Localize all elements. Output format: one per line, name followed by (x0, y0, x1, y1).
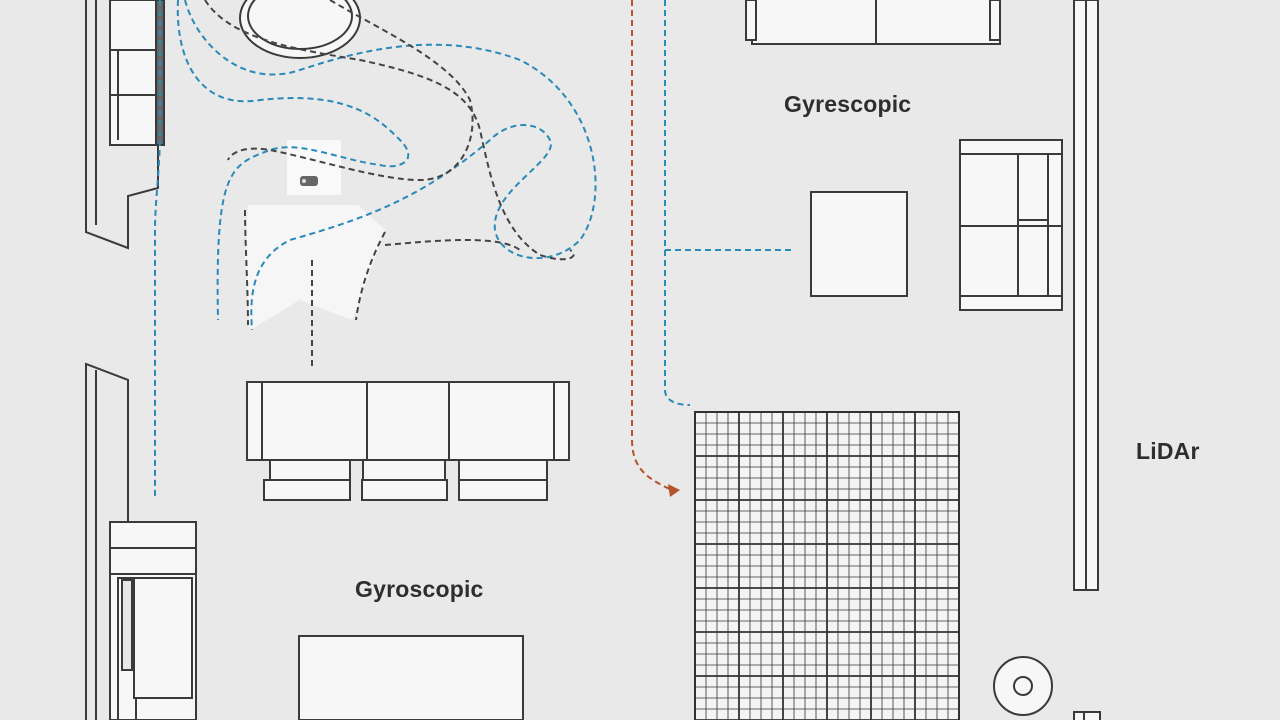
grid-rug (694, 411, 960, 720)
cleaning-paths (154, 0, 795, 500)
dark-path-6 (384, 239, 521, 251)
square-table (810, 191, 908, 297)
orange-path (631, 0, 673, 491)
round-table (239, 0, 361, 59)
right-armchair (959, 139, 1063, 311)
gyroscopic-label-bottom: Gyroscopic (355, 576, 484, 602)
right-wall (1073, 0, 1099, 591)
dark-path-1 (204, 0, 575, 261)
coffee-table (298, 635, 524, 720)
blue-path-3 (154, 0, 161, 500)
orange-path-end-icon (668, 484, 680, 497)
top-sofa (745, 0, 1001, 45)
robot-vacuum-icon (300, 176, 318, 186)
dark-path-3 (244, 209, 249, 326)
center-sofa (246, 381, 570, 501)
dock-icon (1073, 711, 1101, 720)
cleaned-area (245, 140, 385, 330)
gyroscopic-label-top: Gyrescopic (784, 91, 912, 117)
dark-path-4 (355, 231, 386, 321)
blue-path-5 (664, 250, 691, 406)
left-armchair (109, 521, 197, 720)
robot-vacuum-base-icon (993, 656, 1053, 716)
blue-path-2 (184, 0, 597, 331)
lidar-label: LiDAr (1136, 438, 1200, 464)
